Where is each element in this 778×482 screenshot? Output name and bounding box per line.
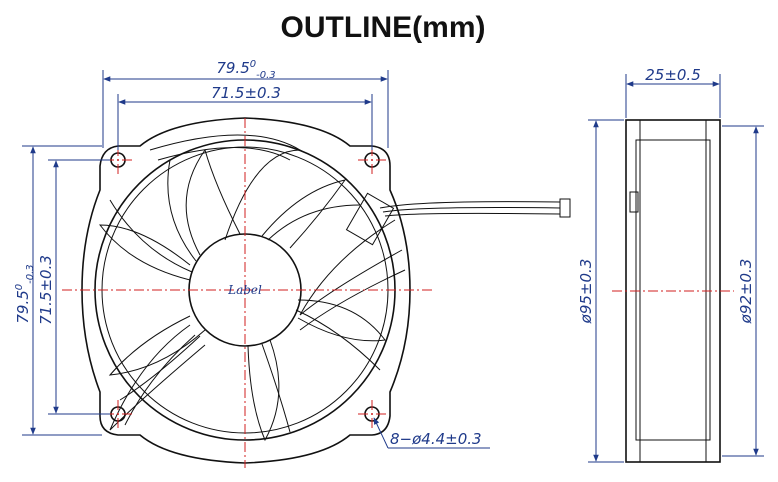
dim-overall-width: 79.50-0.3 [102, 59, 389, 148]
side-wire-tab [629, 191, 639, 213]
dim-diameter-right: ø92±0.3 [722, 125, 764, 457]
thickness-value: 25±0.5 [645, 66, 701, 84]
drawing-title: OUTLINE(mm) [281, 11, 486, 44]
dim-hole-pitch-width: 71.5±0.3 [117, 84, 373, 150]
side-flange-left [626, 119, 641, 463]
overall-width-upper-tol: 0 [250, 59, 256, 70]
wire-connector [345, 192, 395, 246]
fan-struts [109, 134, 406, 431]
hub-label: Label [227, 283, 262, 297]
fan-frame [81, 117, 411, 464]
dim-hole-pitch-height: 71.5±0.3 [37, 159, 110, 415]
overall-width-value: 79.5 [216, 59, 249, 77]
hole-pitch-height-value: 71.5±0.3 [37, 255, 55, 325]
front-centerlines [62, 118, 432, 468]
side-view: 25±0.5 ø95±0.3 ø92±0.3 [577, 66, 764, 463]
overall-height-value: 79.5 [14, 290, 32, 323]
overall-width-lower-tol: -0.3 [256, 70, 276, 81]
side-flange-right [705, 119, 720, 463]
hole-callout: 8−ø4.4±0.3 [373, 417, 490, 449]
overall-height-upper-tol: 0 [14, 284, 25, 290]
hole-pitch-width-value: 71.5±0.3 [211, 84, 281, 102]
overall-height-lower-tol: -0.3 [25, 264, 36, 284]
dim-diameter-left: ø95±0.3 [577, 119, 624, 463]
diameter-right-value: ø92±0.3 [737, 259, 755, 325]
dim-overall-height: 79.50-0.3 [14, 145, 102, 436]
svg-text:79.50-0.3: 79.50-0.3 [216, 59, 275, 81]
hole-callout-text: 8−ø4.4±0.3 [390, 430, 482, 448]
front-view: Label 79.50-0.3 71.5±0.3 79.50-0.3 [14, 59, 571, 468]
dim-thickness: 25±0.5 [625, 66, 721, 118]
fan-cable [345, 192, 571, 246]
svg-text:79.50-0.3: 79.50-0.3 [14, 264, 36, 323]
diameter-left-value: ø95±0.3 [577, 259, 595, 325]
